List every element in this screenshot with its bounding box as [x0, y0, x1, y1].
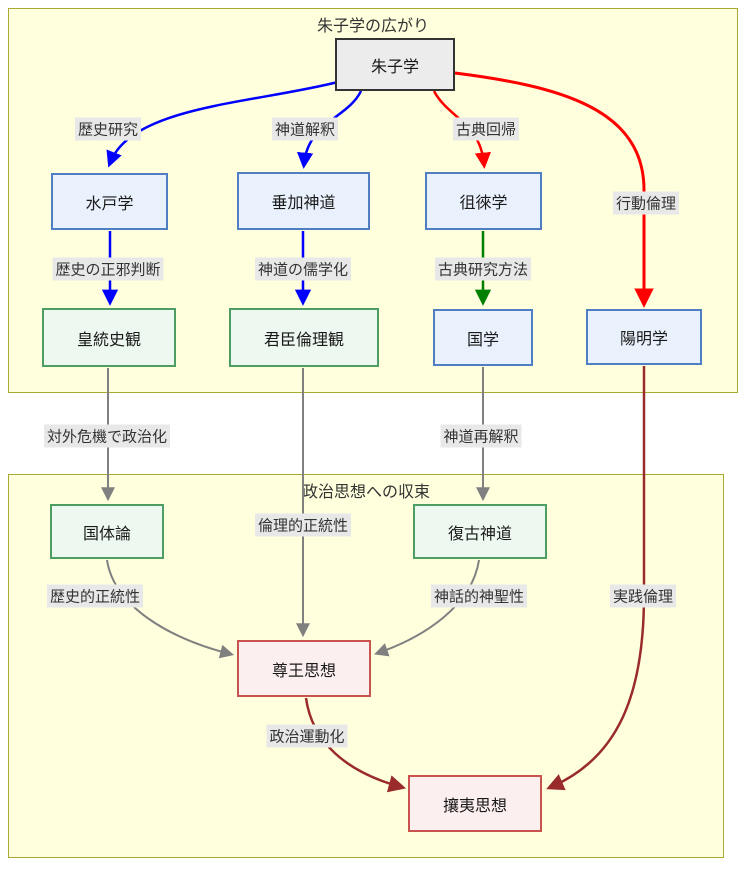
node-kokugaku: 国学	[433, 309, 533, 366]
cluster-convergence-title: 政治思想への収束	[301, 482, 430, 501]
edge-shushigaku-mitogaku	[106, 80, 339, 168]
edge-sonno-joi	[304, 697, 407, 793]
edge-label-shinto-kaishaku: 神道解釈	[271, 117, 339, 141]
node-sonno-shiso: 尊王思想	[237, 640, 371, 697]
edge-yomeigaku-joi	[546, 366, 646, 791]
node-kokutairon: 国体論	[50, 504, 164, 559]
edge-label-koten-kaiki: 古典回帰	[452, 117, 520, 141]
cluster-spread-title: 朱子学の広がり	[316, 16, 429, 35]
edge-label-shinwateki: 神話的神聖性	[430, 584, 528, 608]
node-mitogaku: 水戸学	[51, 173, 168, 230]
node-kunshin-rinrikan: 君臣倫理観	[229, 308, 379, 367]
edge-label-rinriteki: 倫理的正統性	[254, 513, 352, 537]
edge-label-saikaishaku: 神道再解釈	[440, 424, 522, 448]
node-yomeigaku: 陽明学	[586, 309, 702, 365]
edge-label-seiji-undoka: 政治運動化	[266, 724, 348, 748]
node-soraigaku: 徂徠学	[425, 172, 542, 230]
edge-label-seija-handan: 歴史の正邪判断	[52, 257, 164, 281]
edge-fukko-sonno	[374, 559, 480, 657]
edge-label-seijika: 対外危機で政治化	[43, 424, 171, 448]
edge-label-jugakuka: 神道の儒学化	[254, 257, 352, 281]
edge-label-rekishi-kenkyu: 歴史研究	[74, 117, 142, 141]
edge-shushigaku-yomeigaku	[454, 71, 654, 308]
node-suika-shinto: 垂加神道	[237, 172, 370, 230]
edge-label-rekishiteki: 歴史的正統性	[46, 584, 144, 608]
edge-label-jissen-rinri: 実践倫理	[609, 584, 677, 608]
node-shushigaku: 朱子学	[335, 38, 455, 91]
edge-label-kodo-rinri: 行動倫理	[612, 191, 680, 215]
node-joi-shiso: 攘夷思想	[408, 775, 542, 832]
node-koto-shikan: 皇統史観	[42, 308, 176, 367]
node-fukko-shinto: 復古神道	[413, 504, 547, 559]
edge-label-koten-kenkyu: 古典研究方法	[434, 257, 532, 281]
edge-kokutairon-sonno	[106, 559, 235, 659]
